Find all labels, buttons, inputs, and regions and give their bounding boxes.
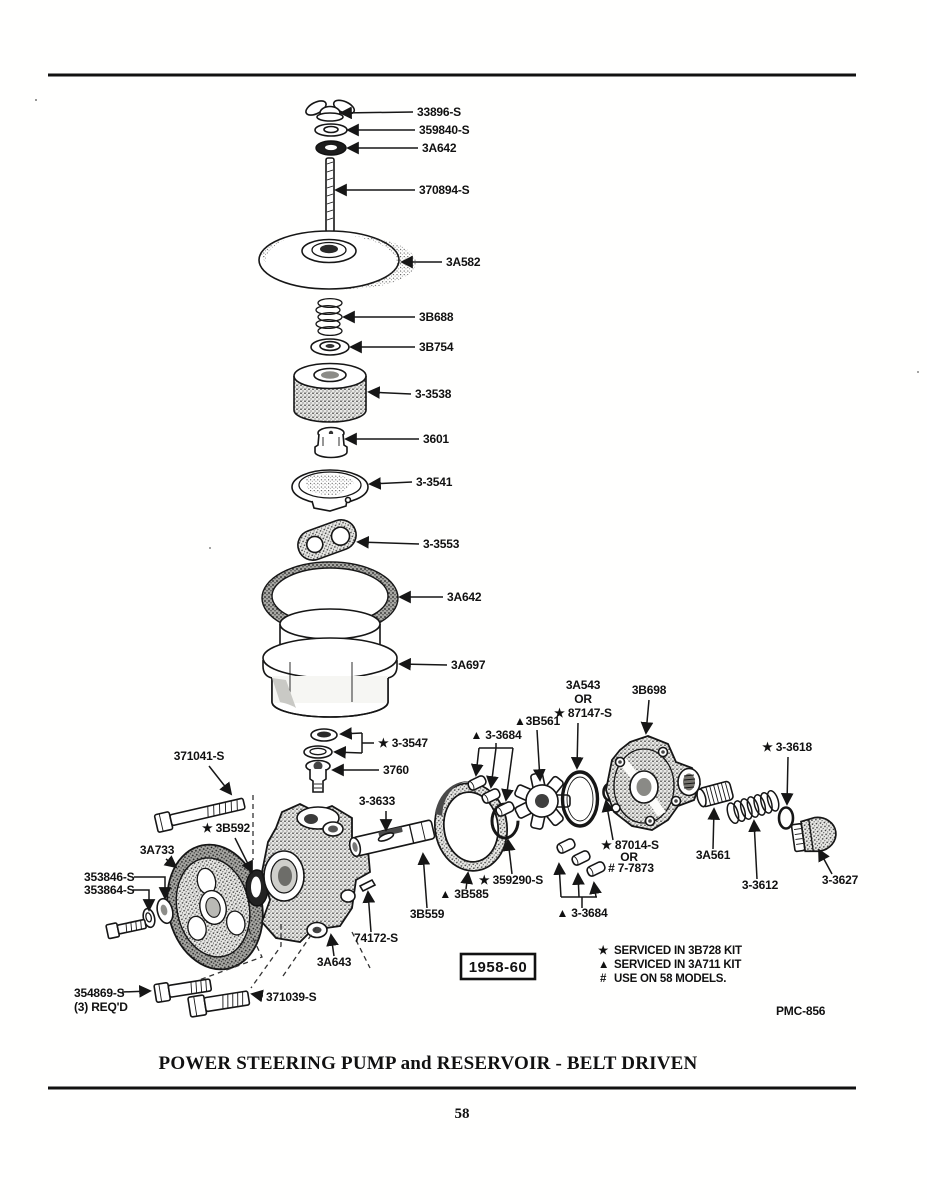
shaft-3b559-drawing [348, 819, 436, 858]
legend: ★ SERVICED IN 3B728 KIT ▲ SERVICED IN 3A… [598, 944, 742, 985]
page-number: 58 [455, 1106, 470, 1122]
legend-star-symbol: ★ [598, 944, 609, 957]
label-seal-3a642: 3A642 [422, 141, 457, 155]
plug-3-3627-drawing [790, 816, 837, 853]
fitting-3760-drawing [305, 759, 331, 793]
label-bolt-371039: 371039-S [266, 990, 317, 1004]
label-cam-ring-3b585: ▲ 3B585 [439, 887, 489, 901]
gasket-3-3553-drawing [297, 519, 357, 561]
rollers-upper-drawing [467, 775, 515, 817]
label-rollers-lower: ▲ 3-3684 [557, 906, 609, 920]
legend-triangle-text: SERVICED IN 3A711 KIT [614, 959, 741, 971]
label-gasket-3-3553: 3-3553 [423, 537, 460, 551]
label-fitting-3760: 3760 [383, 763, 409, 777]
leader-lines [121, 106, 833, 1003]
label-ring-87014: ★ 87014-S [601, 838, 659, 852]
bolt-371041-drawing [153, 797, 246, 833]
label-washer-353864: 353864-S [84, 883, 135, 897]
label-ring-7-7873: # 7-7873 [608, 861, 654, 875]
washer-353846-drawing [156, 897, 174, 925]
page-title: POWER STEERING PUMP and RESERVOIR - BELT… [159, 1053, 698, 1074]
year-range-text: 1958-60 [469, 959, 528, 976]
label-bolt-354869: 354869-S [74, 986, 125, 1000]
washer-359840-drawing [314, 123, 348, 137]
label-wing-nut: 33896-S [417, 105, 461, 119]
pump-housing-drawing [605, 735, 701, 831]
cam-ring-drawing [434, 781, 509, 872]
label-stud-370894: 370894-S [419, 183, 470, 197]
legend-triangle-symbol: ▲ [598, 959, 609, 971]
filter-element-drawing [293, 362, 367, 423]
label-washer-359840: 359840-S [419, 123, 470, 137]
scan-speck [917, 371, 919, 373]
label-oring-3a543: 3A543 [566, 678, 601, 692]
reservoir-drawing [262, 608, 398, 718]
label-rollers-upper: ▲ 3-3684 [471, 728, 523, 742]
pulley-drawing [166, 843, 264, 971]
key-74172-drawing [358, 878, 377, 893]
label-spring-3-3612: 3-3612 [742, 878, 779, 892]
label-washer-353846: 353846-S [84, 870, 135, 884]
washer-3b754-drawing [310, 338, 350, 356]
valve-3a561-drawing [696, 780, 734, 808]
label-snap-ring-359290: ★ 359290-S [479, 873, 543, 887]
spring-3b688-drawing [315, 297, 343, 337]
bolt-353846-drawing [105, 918, 147, 940]
label-cover-3a582: 3A582 [446, 255, 481, 269]
label-oring-3-3618: ★ 3-3618 [762, 740, 812, 754]
label-cap-3601: 3601 [423, 432, 449, 446]
plate-code: PMC-856 [776, 1004, 826, 1018]
label-body-3a643: 3A643 [317, 955, 352, 969]
washers-3-3547-drawing [303, 728, 338, 759]
label-pulley-3a733: 3A733 [140, 843, 175, 857]
label-valve-3a561: 3A561 [696, 848, 731, 862]
label-plug-3-3627: 3-3627 [822, 873, 859, 887]
label-shaft-3b559: 3B559 [410, 907, 445, 921]
part-labels: 33896-S 359840-S 3A642 370894-S 3A582 3B… [74, 105, 859, 1014]
label-pin-3-3633: 3-3633 [359, 794, 396, 808]
reservoir-cover-drawing [258, 230, 417, 290]
label-washer-3b754: 3B754 [419, 340, 454, 354]
label-oring-87147: ★ 87147-S [554, 706, 612, 720]
alignment-dashed-lines [198, 795, 371, 989]
oring-3a543-drawing [560, 770, 600, 828]
label-bolt-354869-qty: (3) REQ'D [74, 1000, 128, 1014]
pump-body-drawing [260, 803, 371, 943]
valve-spring-drawing [726, 789, 780, 825]
label-housing-3b698: 3B698 [632, 683, 667, 697]
label-filter-3-3538: 3-3538 [415, 387, 452, 401]
label-baffle-3-3541: 3-3541 [416, 475, 453, 489]
label-reservoir-3a697: 3A697 [451, 658, 486, 672]
label-rotor-3b561: ▲3B561 [514, 714, 561, 728]
label-ring-or: OR [620, 850, 638, 864]
label-key-74172: 74172-S [354, 931, 398, 945]
legend-star-text: SERVICED IN 3B728 KIT [614, 945, 742, 957]
legend-hash-text: USE ON 58 MODELS. [614, 973, 726, 985]
rollers-lower-drawing [556, 838, 606, 877]
baffle-3-3541-drawing [291, 469, 369, 512]
label-bolt-371041: 371041-S [174, 749, 225, 763]
oring-3-3618-drawing [777, 806, 795, 830]
bolt-354869-drawing [153, 978, 213, 1003]
label-seal-3b592: ★ 3B592 [202, 821, 251, 835]
seal-3a642-drawing [315, 140, 347, 156]
wing-nut-drawing [305, 99, 356, 122]
label-gasket-3a642: 3A642 [447, 590, 482, 604]
cap-3601-drawing [314, 426, 348, 459]
pin-3-3633-drawing [377, 832, 395, 842]
year-range-box: 1958-60 [459, 952, 537, 981]
stud-drawing [325, 157, 335, 233]
scan-speck [209, 547, 211, 549]
bolt-371039-drawing [187, 990, 251, 1018]
label-washers-3-3547: ★ 3-3547 [378, 736, 428, 750]
scan-speck [35, 99, 37, 101]
label-spring-3b688: 3B688 [419, 310, 454, 324]
legend-hash-symbol: # [600, 973, 607, 985]
label-oring-or: OR [574, 692, 592, 706]
